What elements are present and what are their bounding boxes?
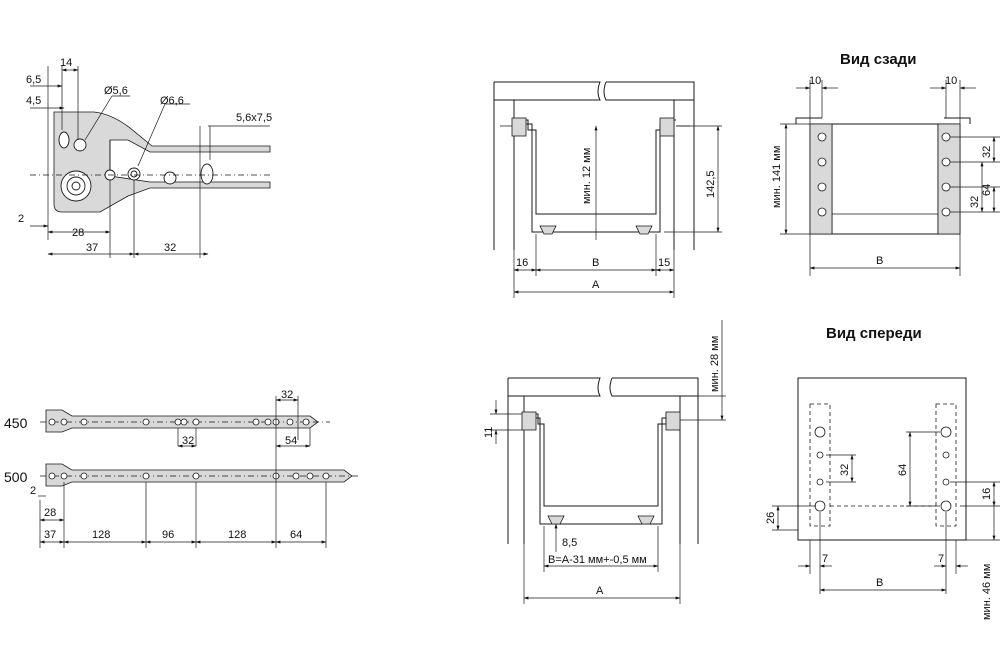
dim-rail-32-top: 32 <box>281 389 293 401</box>
dim-front-16: 16 <box>981 488 993 500</box>
dim-front-64: 64 <box>897 464 909 476</box>
dim-14: 14 <box>60 57 72 69</box>
dim-a-top: A <box>592 279 600 291</box>
dim-b-top: B <box>592 257 599 269</box>
dim-rear-b: B <box>876 255 883 267</box>
rail-end-detail: 6,5 14 4,5 Ø5,6 Ø6,6 5,6x7,5 2 28 37 32 <box>18 57 272 258</box>
dim-rail-37: 37 <box>44 529 56 541</box>
dim-min-28: мин. 28 мм <box>709 336 721 392</box>
dim-front-26: 26 <box>765 512 777 524</box>
dim-hole-6-6: Ø6,6 <box>160 95 184 107</box>
front-view: Вид спереди 32 64 16 26 <box>765 325 1000 620</box>
dim-rear-10-right: 10 <box>945 75 957 87</box>
dim-4-5: 4,5 <box>26 95 41 107</box>
dim-rail-64: 64 <box>290 529 302 541</box>
dim-front-b: B <box>876 577 883 589</box>
dim-rail-128a: 128 <box>92 529 110 541</box>
dim-2: 2 <box>18 213 24 225</box>
dim-rear-32-top: 32 <box>981 146 993 158</box>
dim-min-46: мин. 46 мм <box>981 564 993 620</box>
dim-rear-64: 64 <box>981 184 993 196</box>
dim-37: 37 <box>86 242 98 254</box>
dim-28: 28 <box>72 227 84 239</box>
dim-8-5: 8,5 <box>562 537 577 549</box>
dim-rail-96: 96 <box>162 529 174 541</box>
dim-rail-128b: 128 <box>228 529 246 541</box>
dim-rail-54: 54 <box>285 435 297 447</box>
rear-view-title: Вид сзади <box>840 51 916 68</box>
dim-rail-2: 2 <box>30 485 36 497</box>
dim-15: 15 <box>658 257 670 269</box>
dim-rail-28: 28 <box>44 507 56 519</box>
rail-length-450: 450 <box>4 415 28 431</box>
rear-view: Вид сзади 10 10 мин <box>771 51 1000 276</box>
rail-length-500: 500 <box>4 469 28 485</box>
dim-min-141: мин. 141 мм <box>771 146 783 208</box>
dim-a-bottom: A <box>596 585 604 597</box>
dim-16: 16 <box>516 257 528 269</box>
dim-11: 11 <box>483 427 495 438</box>
dim-rear-32-bottom: 32 <box>969 196 981 208</box>
dim-rear-10-left: 10 <box>809 75 821 87</box>
formula-b: B=A-31 мм+-0,5 мм <box>548 554 647 566</box>
front-view-title: Вид спереди <box>826 325 922 342</box>
dim-142-5: 142,5 <box>705 170 717 198</box>
cabinet-section-top: мин. 12 мм 142,5 16 B 15 A <box>493 81 722 298</box>
rails-drawing: 450 500 32 32 54 2 28 37 128 96 128 64 <box>4 389 360 548</box>
dim-hole-5-6: Ø5,6 <box>104 85 128 97</box>
dim-32: 32 <box>164 242 176 254</box>
dim-front-7-left: 7 <box>822 553 828 565</box>
dim-rail-32-mid: 32 <box>182 435 194 447</box>
dim-6-5: 6,5 <box>26 74 41 86</box>
dim-slot: 5,6x7,5 <box>236 112 272 124</box>
dim-min-12: мин. 12 мм <box>581 148 593 204</box>
dim-front-7-right: 7 <box>938 553 944 565</box>
cabinet-section-bottom: мин. 28 мм 11 8,5 B=A-31 мм+-0,5 мм A <box>483 320 726 604</box>
dim-front-32: 32 <box>839 464 851 476</box>
